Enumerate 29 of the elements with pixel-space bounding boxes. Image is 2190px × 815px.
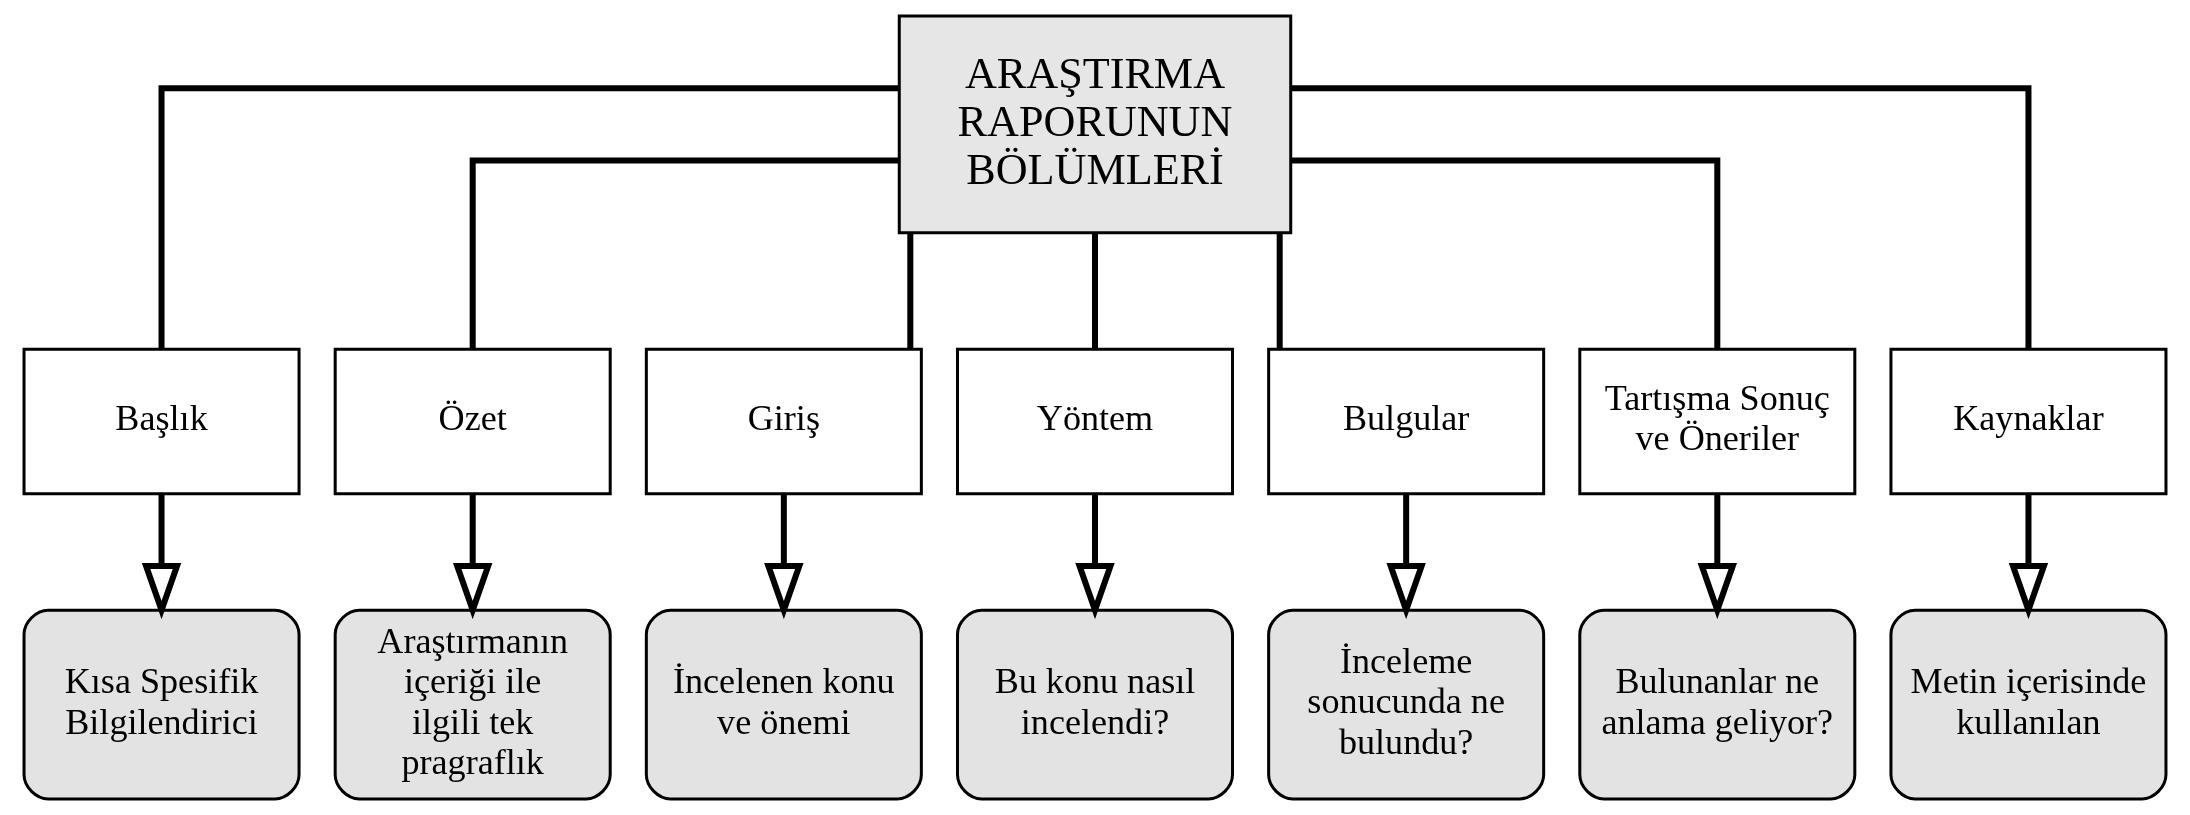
connector [907,233,914,349]
arrow [1386,494,1426,620]
connector [158,85,899,350]
node-box: Kısa Spesifik Bilgilendirici [22,608,301,801]
node-box: Özet [333,347,612,496]
node-box: İnceleme sonucunda ne bulundu? [1267,608,1546,801]
node-box: Araştırmanın içeriği ile ilgili tek pragraflık [333,608,612,801]
node-box: Tartışma Sonuç ve Öneriler [1578,347,1857,496]
connector [1276,233,1283,349]
node-box: ARAŞTIRMA RAPORUNUN BÖLÜMLERİ [897,14,1293,235]
node-box: İncelenen konu ve önemi [644,608,923,801]
arrow [141,494,182,620]
arrow [453,494,493,620]
arrow [1075,494,1115,620]
connector [469,157,899,349]
arrow [1697,494,1737,620]
connector [1092,233,1098,349]
node-box: Yöntem [956,347,1234,496]
connector [1291,85,2032,350]
node-box: Başlık [22,347,301,496]
arrow [2008,494,2049,620]
node-box: Bu konu nasıl incelendi? [956,608,1234,801]
node-box: Kaynaklar [1889,347,2168,496]
node-box: Bulgular [1267,347,1546,496]
node-box: Bulunanlar ne anlama geliyor? [1578,608,1857,801]
node-box: Metin içerisinde kullanılan [1889,608,2168,801]
arrow [764,494,804,620]
connector [1291,157,1721,349]
node-box: Giriş [644,347,923,496]
